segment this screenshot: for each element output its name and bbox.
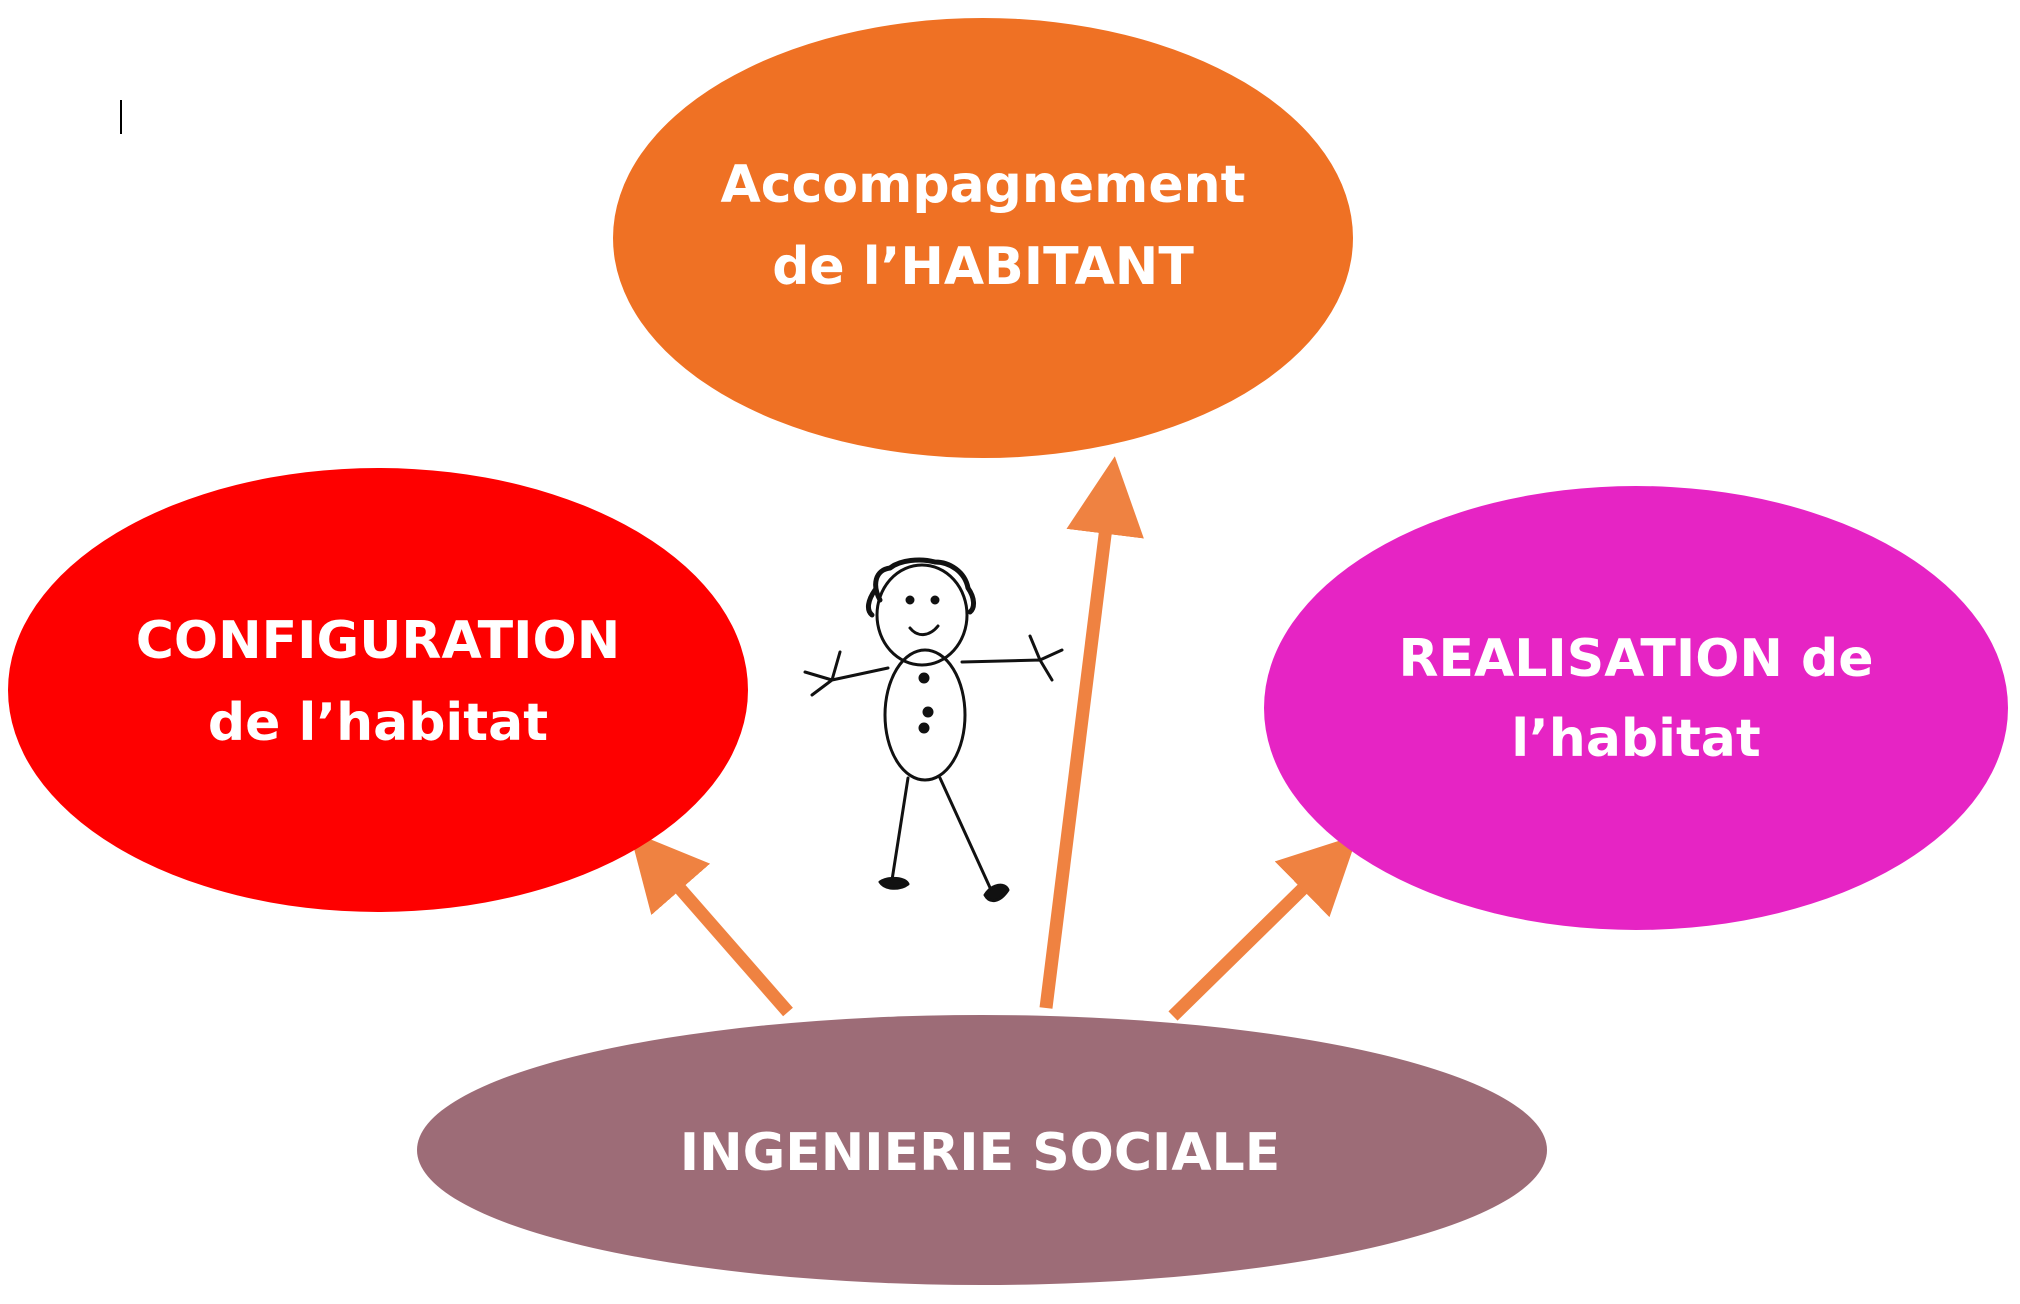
arrow-to-realisation [1168,834,1358,1021]
node-configuration: CONFIGURATION de l’habitat [8,468,748,912]
arrow-to-accompagnement [1039,456,1144,1009]
node-ingenierie: INGENIERIE SOCIALE [417,1015,1547,1285]
figure-eye-left [905,595,915,605]
figure-hair [865,557,976,618]
node-accompagnement: Accompagnement de l’HABITANT [613,18,1353,458]
figure-button-3 [918,722,930,734]
realisation-label-line2: l’habitat [1511,709,1761,769]
ingenierie-label: INGENIERIE SOCIALE [680,1123,1281,1183]
realisation-label-line1: REALISATION de [1398,629,1873,689]
figure-button-2 [922,706,934,718]
ingenierie-ellipse [417,1015,1547,1285]
configuration-ellipse [8,468,748,912]
figure-eye-right [930,595,940,605]
figure-foot-left [878,876,910,890]
configuration-label-line2: de l’habitat [208,693,548,753]
accompagnement-ellipse [613,18,1353,458]
arrows-group [629,456,1358,1021]
figure-button-1 [918,672,930,684]
accompagnement-label-line1: Accompagnement [721,155,1246,215]
configuration-label-line1: CONFIGURATION [136,611,620,671]
realisation-ellipse [1264,486,2008,930]
text-cursor [120,100,122,134]
figure-body [883,648,967,782]
figure-foot-right [983,883,1010,903]
figure-head [875,563,969,667]
accompagnement-label-line2: de l’HABITANT [772,237,1194,297]
figure-smile [908,624,940,636]
stick-figure-icon [803,557,1064,903]
figure-leg-right [938,776,994,894]
arrow-to-configuration [629,830,793,1017]
node-realisation: REALISATION de l’habitat [1264,486,2008,930]
figure-arm-right [960,634,1064,682]
figure-leg-left [890,776,910,882]
figure-arm-left [803,650,890,697]
